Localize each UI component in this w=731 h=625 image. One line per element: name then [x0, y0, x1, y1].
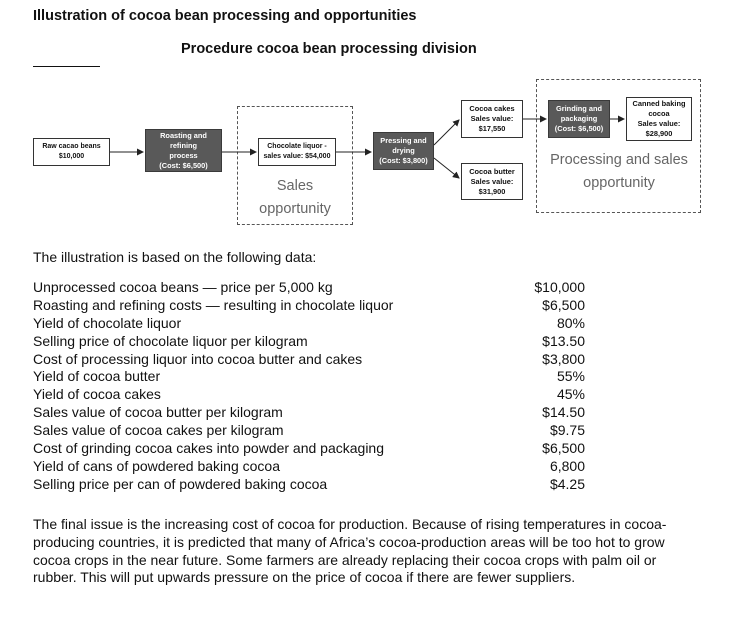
intro-text: The illustration is based on the followi…: [33, 249, 317, 265]
data-row: Selling price of chocolate liquor per ki…: [33, 333, 585, 351]
data-row: Yield of cocoa cakes 45%: [33, 386, 585, 404]
data-row-label: Yield of cocoa cakes: [33, 386, 161, 403]
data-row: Sales value of cocoa butter per kilogram…: [33, 404, 585, 422]
data-row-value: $13.50: [542, 332, 585, 349]
data-row-label: Yield of chocolate liquor: [33, 314, 182, 331]
closing-paragraph: The final issue is the increasing cost o…: [33, 516, 667, 586]
data-row-value: $6,500: [542, 440, 585, 457]
processing-opportunity-label: Processing and sales opportunity: [550, 152, 688, 191]
data-row-label: Sales value of cocoa butter per kilogram: [33, 404, 283, 421]
roasting-box: Roasting and refining process (Cost: $6,…: [145, 129, 222, 172]
data-row-label: Selling price per can of powdered baking…: [33, 475, 328, 492]
data-list: Unprocessed cocoa beans — price per 5,00…: [33, 279, 585, 494]
chocolate-liquor-box: Chocolate liquor - sales value: $54,000: [258, 138, 336, 166]
data-row-value: $4.25: [549, 475, 585, 492]
data-row-value: 6,800: [549, 457, 585, 474]
sales-opportunity-label: Sales opportunity: [259, 178, 331, 217]
diagram-title: Procedure cocoa bean processing division: [181, 41, 477, 57]
pressing-box: Pressing and drying (Cost: $3,800): [373, 132, 434, 170]
data-row-value: $9.75: [549, 422, 585, 439]
data-row-value: 80%: [556, 314, 585, 331]
data-row: Yield of cans of powdered baking cocoa 6,…: [33, 458, 585, 476]
data-row: Yield of chocolate liquor 80%: [33, 315, 585, 333]
processing-opportunity-region: [536, 79, 701, 213]
data-row-label: Roasting and refining costs — resulting …: [33, 296, 394, 313]
data-row-value: $6,500: [542, 296, 585, 313]
data-row-label: Yield of cans of powdered baking cocoa: [33, 457, 280, 474]
data-row: Roasting and refining costs — resulting …: [33, 297, 585, 315]
data-row-label: Unprocessed cocoa beans — price per 5,00…: [33, 279, 333, 295]
data-row: Cost of processing liquor into cocoa but…: [33, 351, 585, 369]
raw-beans-box: Raw cacao beans $10,000: [33, 138, 110, 166]
data-row-label: Selling price of chocolate liquor per ki…: [33, 332, 308, 349]
data-row: Selling price per can of powdered baking…: [33, 476, 585, 494]
canned-cocoa-box: Canned baking cocoa Sales value: $28,900: [626, 97, 692, 141]
sales-opportunity-region: [237, 106, 353, 225]
data-row-value: 45%: [556, 386, 585, 403]
data-row-label: Cost of grinding cocoa cakes into powder…: [33, 440, 384, 457]
data-row-value: $3,800: [542, 350, 585, 367]
data-row-label: Yield of cocoa butter: [33, 368, 161, 385]
arrow-pressing-to-butter: [433, 157, 460, 179]
grinding-box: Grinding and packaging (Cost: $6,500): [548, 100, 610, 138]
cocoa-cakes-box: Cocoa cakes Sales value: $17,550: [461, 100, 523, 138]
data-row-value: 55%: [556, 368, 585, 385]
data-row: Sales value of cocoa cakes per kilogram $…: [33, 422, 585, 440]
cocoa-butter-box: Cocoa butter Sales value: $31,900: [461, 163, 523, 200]
page-title: Illustration of cocoa bean processing an…: [33, 8, 417, 24]
data-row-value: $10,000: [534, 279, 585, 295]
data-row: Unprocessed cocoa beans — price per 5,00…: [33, 279, 585, 297]
data-row-value: $14.50: [542, 404, 585, 421]
data-row-label: Sales value of cocoa cakes per kilogram: [33, 422, 284, 439]
data-row: Cost of grinding cocoa cakes into powder…: [33, 440, 585, 458]
arrow-pressing-to-cakes: [433, 119, 460, 146]
divider: [33, 66, 100, 67]
data-row-label: Cost of processing liquor into cocoa but…: [33, 350, 363, 367]
data-row: Yield of cocoa butter 55%: [33, 368, 585, 386]
